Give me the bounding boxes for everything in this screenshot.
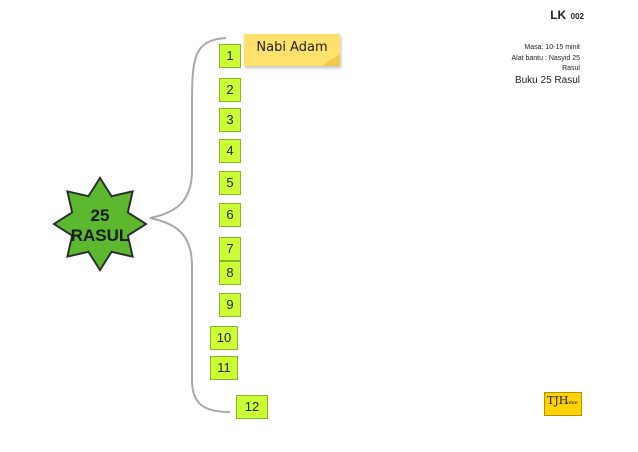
number-box-6: 6	[219, 203, 241, 227]
number-box-5: 5	[219, 171, 241, 195]
number-box-7: 7	[219, 237, 241, 261]
code-prefix: LK	[550, 8, 567, 22]
number-box-3: 3	[219, 108, 241, 132]
book-text: Buku 25 Rasul	[514, 75, 580, 86]
aid-text-line2: Rasul	[562, 65, 580, 72]
number-box-9: 9	[219, 293, 241, 317]
center-label: 25 RASUL	[52, 206, 148, 246]
publisher-logo: TJH ome	[544, 392, 582, 416]
star-icon	[52, 176, 148, 272]
number-box-4: 4	[219, 139, 241, 163]
number-box-10: 10	[210, 326, 238, 350]
number-box-2: 2	[219, 78, 241, 102]
note-label: Nabi Adam	[256, 40, 328, 55]
aid-text-line1: Alat bantu : Nasyid 25	[511, 55, 581, 62]
lesson-code: LK 002	[490, 6, 584, 24]
center-word: RASUL	[70, 226, 130, 245]
number-box-1: 1	[219, 44, 241, 68]
center-number: 25	[90, 206, 110, 225]
code-number: 002	[570, 12, 584, 21]
number-box-8: 8	[219, 261, 241, 285]
logo-small: ome	[567, 400, 578, 406]
number-box-11: 11	[210, 356, 238, 380]
sticky-note	[244, 34, 340, 66]
logo-letters: TJH	[547, 394, 569, 407]
note-curl-icon	[322, 54, 340, 66]
number-box-12: 12	[236, 395, 268, 419]
duration-text: Masa: 10-15 minit	[524, 44, 580, 51]
